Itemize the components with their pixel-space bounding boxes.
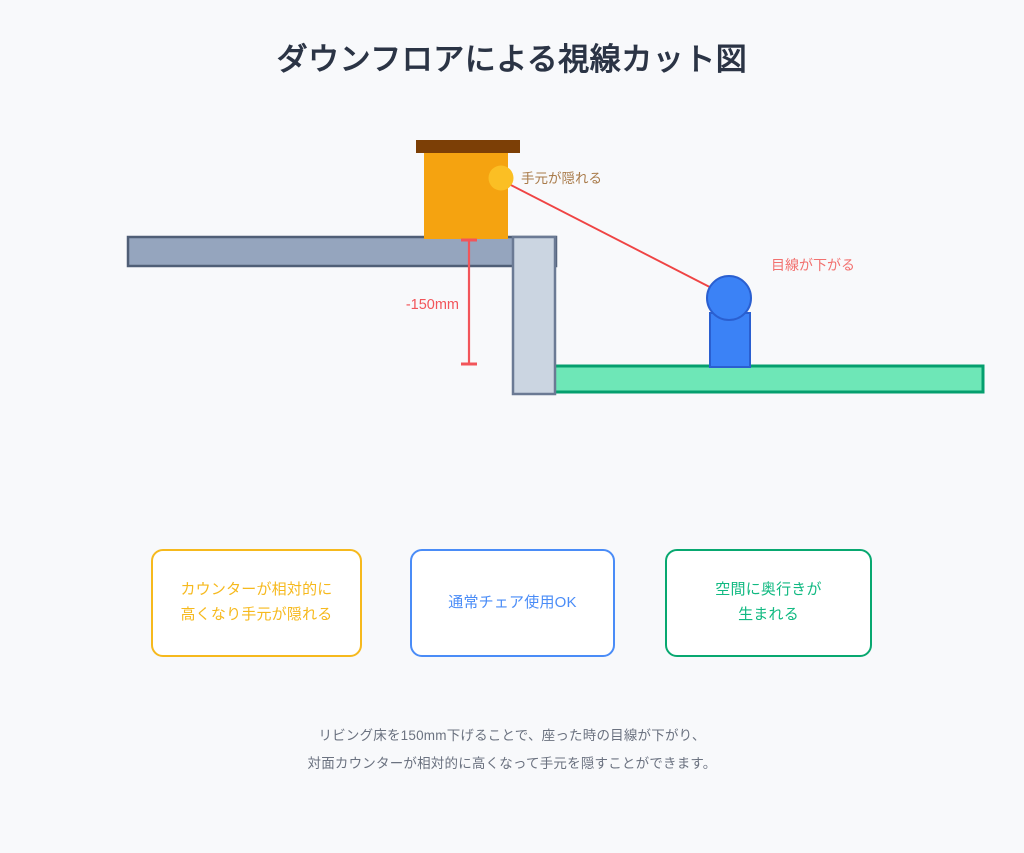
- page-title: ダウンフロアによる視線カット図: [276, 42, 748, 77]
- dimension-line-150mm: [461, 238, 477, 366]
- sight-line: [504, 181, 736, 301]
- feature-box-normal-chair-ok[interactable]: 通常チェア使用OK: [410, 549, 615, 657]
- step-down-wall: [511, 235, 557, 396]
- person-head: [706, 275, 752, 321]
- feature-box-label: カウンターが相対的に 高くなり手元が隠れる: [180, 581, 333, 623]
- counter-top-board: [416, 140, 520, 153]
- section-diagram: -150mm 手元が隠れる 目線が下がる: [0, 120, 1024, 420]
- seated-person: [706, 275, 752, 368]
- feature-box-spatial-depth[interactable]: 空間に奥行きが 生まれる: [665, 549, 872, 657]
- feature-box-row: カウンターが相対的に 高くなり手元が隠れる 通常チェア使用OK 空間に奥行きが …: [0, 549, 1024, 659]
- lower-floor-slab: [552, 364, 985, 394]
- person-body: [709, 312, 751, 368]
- upper-floor-slab: [126, 235, 558, 268]
- counter-body: [424, 149, 508, 239]
- down-floor-section-drawing: -150mm 手元が隠れる 目線が下がる: [126, 140, 985, 396]
- feature-box-label: 通常チェア使用OK: [448, 593, 577, 611]
- caption-text: リビング床を150mm下げることで、座った時の目線が下がり、 対面カウンターが相…: [307, 728, 717, 771]
- hand-hidden-label: 手元が隠れる: [521, 171, 602, 186]
- hand-hidden-marker: [488, 165, 514, 191]
- eye-level-label: 目線が下がる: [771, 257, 855, 273]
- feature-box-counter-relatively-higher[interactable]: カウンターが相対的に 高くなり手元が隠れる: [151, 549, 362, 657]
- feature-box-label: 空間に奥行きが 生まれる: [715, 581, 822, 623]
- dimension-label: -150mm: [406, 297, 459, 313]
